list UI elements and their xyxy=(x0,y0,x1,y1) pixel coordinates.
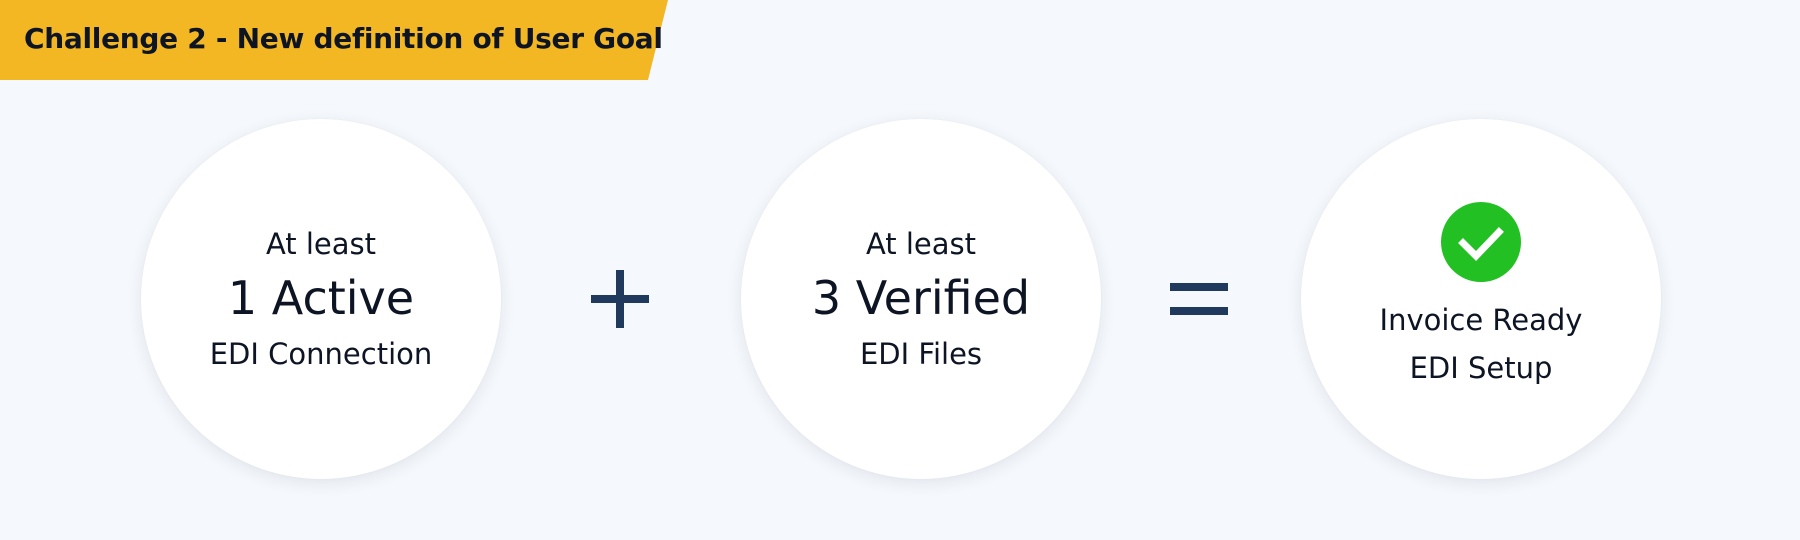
equals-icon xyxy=(1170,283,1228,315)
term1-prefix: At least xyxy=(265,227,377,261)
result-line1: Invoice Ready xyxy=(1379,303,1583,337)
term2-main: 3 Verified xyxy=(811,271,1031,325)
result-line2: EDI Setup xyxy=(1409,351,1553,385)
term2-suffix: EDI Files xyxy=(859,337,983,371)
term1-main: 1 Active xyxy=(227,271,415,325)
page-title: Challenge 2 - New definition of User Goa… xyxy=(24,22,663,55)
plus-icon xyxy=(591,270,649,328)
term2-prefix: At least xyxy=(865,227,977,261)
requirement-active-connection: At least 1 Active EDI Connection xyxy=(141,119,501,479)
header-banner xyxy=(0,0,668,80)
term1-suffix: EDI Connection xyxy=(209,337,433,371)
requirement-verified-files: At least 3 Verified EDI Files xyxy=(741,119,1101,479)
result-invoice-ready: Invoice Ready EDI Setup xyxy=(1301,119,1661,479)
check-circle-icon xyxy=(1441,202,1521,282)
